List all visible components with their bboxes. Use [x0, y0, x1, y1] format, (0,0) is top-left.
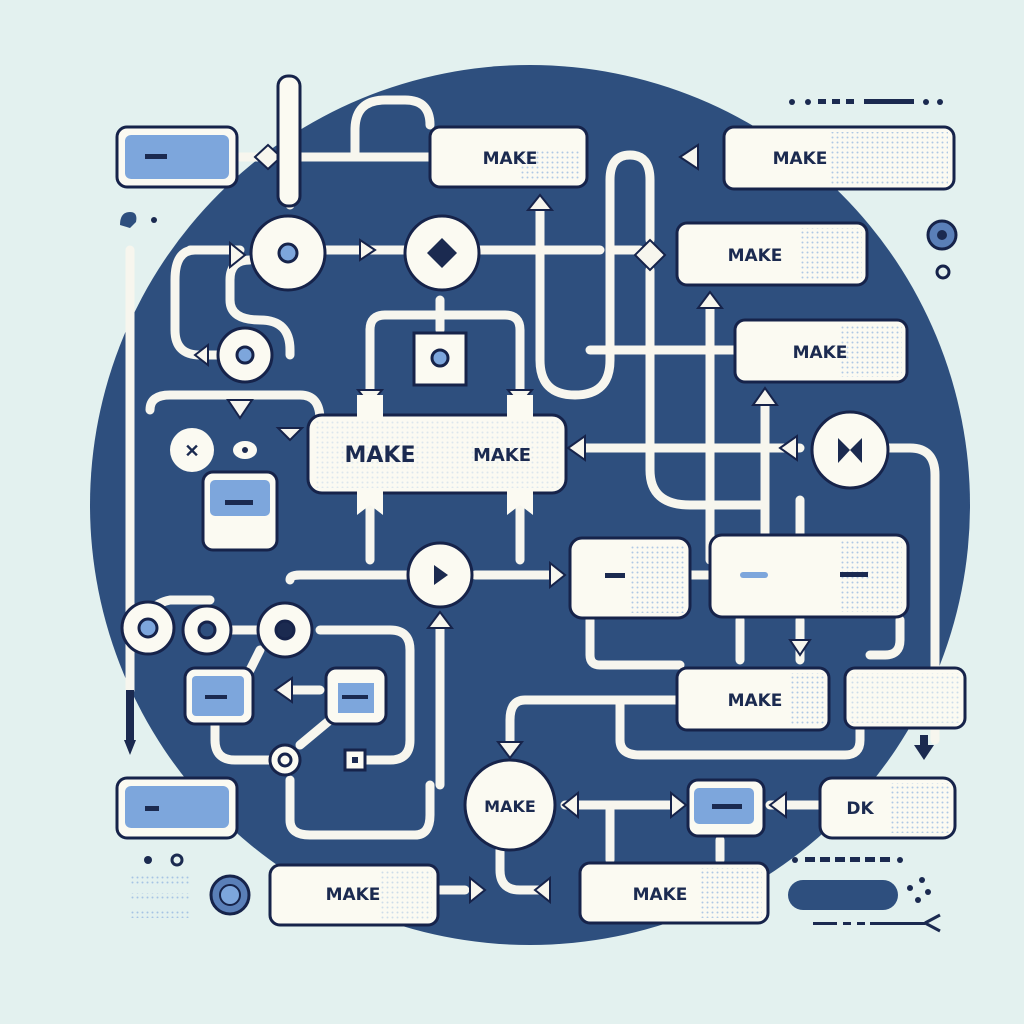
text-lines-icon [130, 876, 190, 918]
label-make-lower-right: MAKE [728, 691, 783, 711]
down-arrow-icon [124, 740, 136, 755]
vertical-slider[interactable] [276, 74, 302, 208]
circle-node-small[interactable] [216, 326, 274, 384]
bowtie-icon [838, 438, 850, 463]
label-make-circle: MAKE [484, 797, 536, 816]
mid-box-right[interactable] [708, 533, 910, 619]
label-make-top-right: MAKE [773, 149, 828, 169]
node-make-bottom-left[interactable] [268, 863, 440, 927]
label-make-center-left: MAKE [345, 443, 416, 468]
node-make-lower-right[interactable] [675, 666, 831, 732]
node-make-top-center[interactable] [428, 125, 589, 189]
arrow-icon [273, 676, 293, 704]
arrow-icon [788, 639, 812, 657]
arrow-icon [768, 791, 787, 819]
bottom-left-field[interactable] [115, 776, 239, 840]
connectors [125, 80, 940, 895]
eye-node[interactable] [233, 441, 257, 459]
svg-text:✕: ✕ [184, 441, 199, 461]
play-node[interactable] [406, 541, 474, 609]
arrow-icon [496, 741, 524, 760]
diamond-icon [427, 238, 457, 268]
gear-x-icon[interactable]: ✕ [170, 428, 214, 472]
arrow-icon [469, 875, 487, 905]
circle-node-start[interactable] [249, 214, 327, 292]
dot-icon [277, 242, 299, 264]
gear-icon [209, 874, 251, 916]
node-make-bottom-center[interactable] [578, 861, 770, 925]
label-make-right-1: MAKE [728, 246, 783, 266]
label-make-top-center: MAKE [483, 149, 538, 169]
arrow-icon [678, 143, 699, 171]
arrowheads [193, 143, 812, 905]
bottom-right-dash-line [792, 857, 903, 863]
arrow-icon [566, 434, 586, 462]
node-ok[interactable] [818, 776, 957, 840]
arrow-icon [533, 875, 551, 905]
location-icon [120, 212, 137, 228]
circle-node-a[interactable] [120, 600, 176, 656]
junction-node[interactable] [268, 743, 302, 777]
small-box-left[interactable] [183, 666, 255, 726]
circle-node-c[interactable] [256, 601, 314, 659]
dot-icon [430, 348, 450, 368]
small-blue-box[interactable] [686, 778, 766, 838]
play-icon [434, 565, 448, 585]
node-make-center[interactable] [306, 413, 568, 495]
arrow-icon [696, 290, 724, 309]
arrow-icon [751, 386, 779, 406]
arrow-icon [226, 399, 254, 420]
arrow-icon [229, 240, 247, 270]
arrow-icon [275, 427, 305, 442]
label-make-bottom-left: MAKE [326, 885, 381, 905]
node-make-right-1[interactable] [675, 221, 869, 287]
dot-icon [235, 345, 255, 365]
ring-icon [935, 264, 951, 280]
arrow-icon [778, 434, 798, 462]
arrow-icon [525, 193, 555, 211]
ring-icon [170, 853, 184, 867]
label-make-bottom-center: MAKE [633, 885, 688, 905]
arrow-icon [193, 342, 209, 368]
diamond-icon [633, 238, 667, 272]
arrow-icon [670, 790, 688, 820]
label-ok: DK [846, 799, 874, 819]
blue-tab-box[interactable] [201, 470, 279, 552]
arrow-icon [549, 560, 567, 590]
mid-box-left[interactable] [568, 536, 692, 620]
decision-node[interactable] [403, 214, 481, 292]
square-node[interactable] [412, 331, 468, 387]
down-arrow-icon [914, 745, 934, 760]
pill-bar [788, 880, 898, 910]
arrow-icon [426, 610, 454, 629]
arrow-icon [359, 238, 377, 262]
bowtie-node[interactable] [810, 410, 890, 490]
circle-node-b[interactable] [181, 604, 233, 656]
top-left-field[interactable] [115, 125, 239, 189]
lower-right-field[interactable] [843, 666, 967, 730]
node-make-top-right[interactable] [722, 125, 956, 191]
label-make-center-right: MAKE [473, 445, 531, 466]
top-right-dash-line [789, 99, 943, 105]
label-make-right-2: MAKE [793, 343, 848, 363]
small-box-right[interactable] [324, 666, 388, 726]
arrow-line-icon [813, 913, 941, 933]
make-circle-node[interactable] [463, 758, 557, 852]
node-make-right-2[interactable] [733, 318, 909, 384]
arrow-icon [561, 790, 579, 820]
dots-cluster-icon [907, 877, 931, 903]
